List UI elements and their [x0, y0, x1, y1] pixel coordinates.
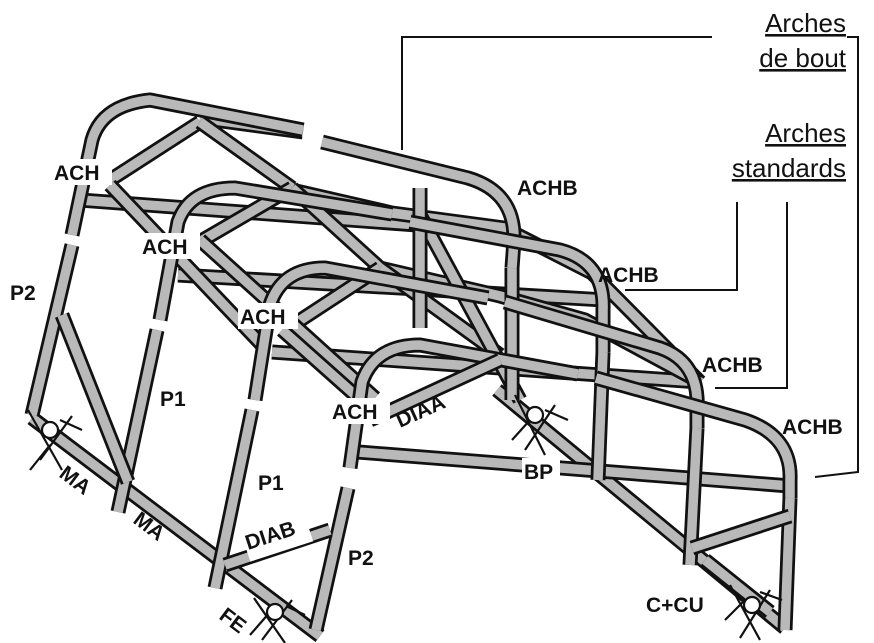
label-bp: BP [524, 461, 553, 484]
legend-standard-arches-line1: Arches [765, 118, 846, 148]
wall-brace-left [55, 312, 135, 485]
label-p2-left: P2 [10, 282, 36, 305]
label-achb-3: ACHB [702, 354, 763, 377]
long-diagonal-3 [277, 324, 360, 401]
label-achb-1: ACHB [517, 177, 578, 200]
frame-tubes [24, 92, 798, 642]
base-rail-left [27, 412, 325, 642]
label-achb-2: ACHB [598, 264, 659, 287]
end-arches-leader [401, 36, 859, 478]
leader-lines [401, 36, 859, 478]
ground-anchor-mid [511, 394, 569, 456]
label-ccu: C+CU [646, 594, 704, 617]
standard-arches-leader-2 [715, 202, 788, 389]
legend-end-arches-line2: de bout [759, 43, 847, 73]
label-fe: FE [215, 604, 250, 639]
long-diagonal-1 [104, 179, 268, 351]
end-wall-rail [689, 508, 793, 556]
arch-4 [308, 337, 798, 632]
purlin-4 [357, 444, 791, 494]
standard-arches-leader-1 [625, 202, 738, 291]
label-ach-4: ACH [332, 401, 378, 424]
label-p1-2: P1 [258, 472, 284, 495]
label-ach-3: ACH [240, 306, 286, 329]
legend-end-arches-line1: Arches [765, 8, 846, 38]
roof-brace-1 [105, 115, 297, 195]
ground-anchor-front [249, 597, 306, 643]
ground-anchor-left [27, 409, 83, 471]
ground-anchor-right [724, 584, 783, 641]
label-ach-1: ACH [54, 162, 100, 185]
diaa-brace [366, 353, 504, 427]
label-p1-1: P1 [160, 388, 186, 411]
label-p2-front: P2 [348, 547, 374, 570]
legend-standard-arches-line2: standards [732, 153, 846, 183]
legend: Arches de bout Arches standards [732, 8, 847, 183]
label-ach-2: ACH [142, 236, 188, 259]
long-diagonal-4 [413, 211, 527, 404]
label-achb-4: ACHB [782, 416, 843, 439]
